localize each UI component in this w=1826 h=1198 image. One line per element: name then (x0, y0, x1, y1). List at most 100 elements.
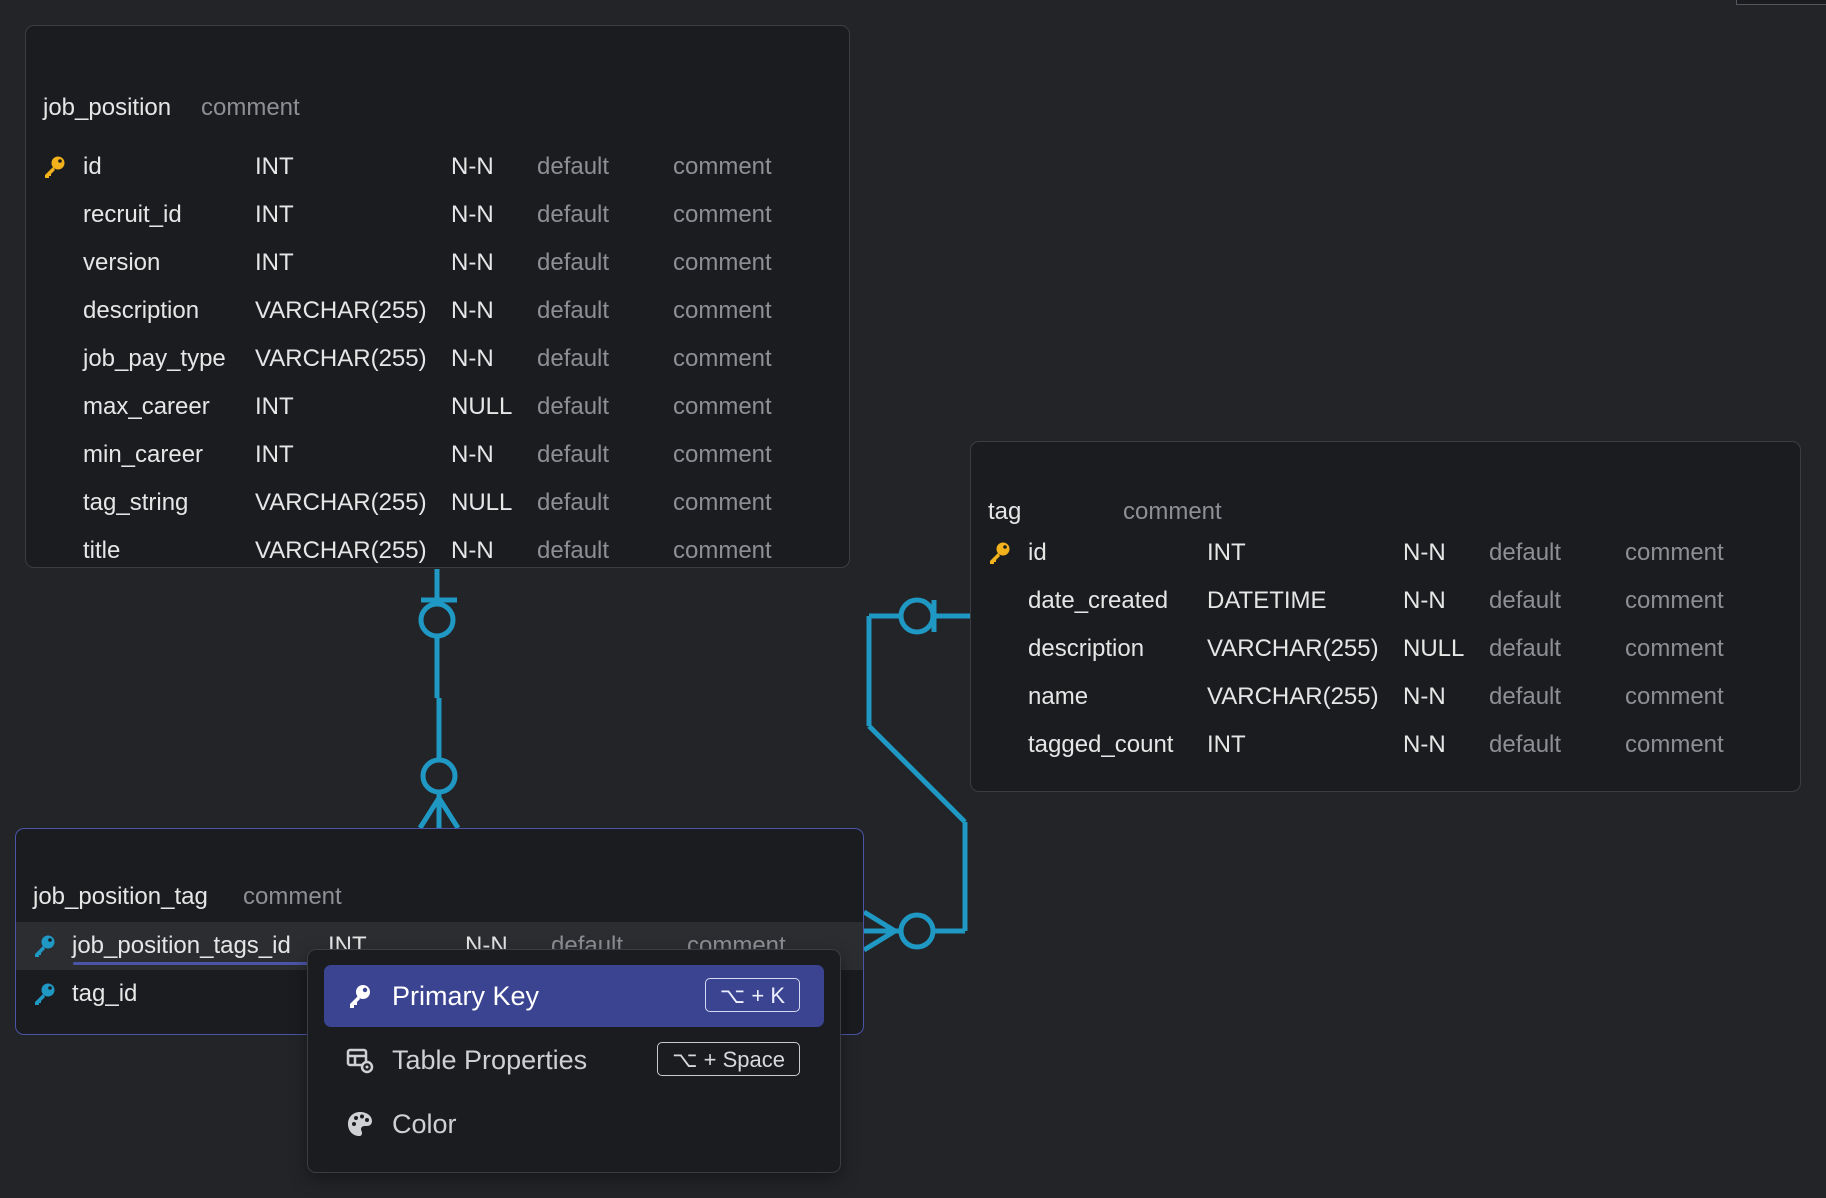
column-comment[interactable]: comment (673, 201, 772, 228)
column-default[interactable]: default (1489, 635, 1562, 662)
column-row[interactable]: job_pay_type VARCHAR(255) N-N default commen… (26, 335, 849, 383)
column-comment[interactable]: comment (673, 249, 772, 276)
column-row[interactable]: id INT N-N default comment (26, 143, 849, 191)
column-row[interactable]: tag_id (16, 970, 863, 1018)
column-row[interactable]: tagged_count INT N-N default comment (971, 721, 1800, 769)
column-default[interactable]: default (1489, 731, 1562, 758)
column-comment[interactable]: comment (673, 153, 772, 180)
column-row[interactable]: id INT N-N default comment (971, 529, 1800, 577)
table-name[interactable]: job_position_tag (33, 883, 208, 910)
column-name[interactable]: max_career (83, 393, 210, 420)
column-default[interactable]: default (537, 489, 610, 516)
table-comment[interactable]: comment (1123, 498, 1222, 525)
column-name[interactable]: title (83, 537, 121, 564)
menu-item-color[interactable]: Color (324, 1093, 824, 1155)
relation-job-position-to-job-position-tag[interactable] (417, 569, 461, 830)
column-row[interactable]: description VARCHAR(255) N-N default comment (26, 287, 849, 335)
column-default[interactable]: default (537, 537, 610, 564)
column-name[interactable]: job_position_tags_id (72, 932, 291, 959)
column-name[interactable]: name (1028, 683, 1089, 710)
column-nullable[interactable]: N-N (451, 537, 494, 564)
column-nullable[interactable]: NULL (1403, 635, 1465, 662)
column-type[interactable]: INT (255, 153, 294, 180)
column-type[interactable]: VARCHAR(255) (255, 297, 427, 324)
column-nullable[interactable]: NULL (451, 393, 513, 420)
table-comment[interactable]: comment (243, 883, 342, 910)
column-row[interactable]: recruit_id INT N-N default comment (26, 191, 849, 239)
column-name[interactable]: tag_string (83, 489, 189, 516)
column-name[interactable]: tagged_count (1028, 731, 1174, 758)
column-comment[interactable]: comment (673, 345, 772, 372)
column-row[interactable]: max_career INT NULL default comment (26, 383, 849, 431)
column-comment[interactable]: comment (673, 489, 772, 516)
column-comment[interactable]: comment (673, 537, 772, 564)
column-comment[interactable]: comment (673, 393, 772, 420)
column-default[interactable]: default (537, 201, 610, 228)
column-comment[interactable]: comment (1625, 683, 1724, 710)
column-default[interactable]: default (537, 297, 610, 324)
column-nullable[interactable]: N-N (1403, 683, 1446, 710)
table-comment[interactable]: comment (201, 94, 300, 121)
column-nullable[interactable]: N-N (1403, 731, 1446, 758)
table-name[interactable]: tag (988, 498, 1022, 525)
column-row[interactable]: description VARCHAR(255) NULL default commen… (971, 625, 1800, 673)
column-row[interactable]: version INT N-N default comment (26, 239, 849, 287)
column-default[interactable]: default (1489, 683, 1562, 710)
column-nullable[interactable]: N-N (451, 249, 494, 276)
column-nullable[interactable]: N-N (451, 345, 494, 372)
column-name[interactable]: min_career (83, 441, 204, 468)
column-type[interactable]: INT (255, 441, 294, 468)
column-nullable[interactable]: N-N (451, 153, 494, 180)
table-name[interactable]: job_position (43, 94, 172, 121)
column-nullable[interactable]: N-N (451, 297, 494, 324)
column-default[interactable]: default (1489, 539, 1562, 566)
column-default[interactable]: default (537, 393, 610, 420)
column-row[interactable]: tag_string VARCHAR(255) NULL default comment (26, 479, 849, 527)
column-type[interactable]: INT (255, 249, 294, 276)
column-type[interactable]: DATETIME (1207, 587, 1327, 614)
column-name[interactable]: id (1028, 539, 1047, 566)
menu-item-table-properties[interactable]: Table Properties ⌥ + Space (324, 1029, 824, 1091)
column-nullable[interactable]: N-N (1403, 539, 1446, 566)
column-name[interactable]: tag_id (72, 980, 138, 1007)
column-name[interactable]: version (83, 249, 161, 276)
column-comment[interactable]: comment (1625, 731, 1724, 758)
column-type[interactable]: VARCHAR(255) (255, 537, 427, 564)
column-default[interactable]: default (537, 153, 610, 180)
column-default[interactable]: default (537, 441, 610, 468)
column-comment[interactable]: comment (1625, 539, 1724, 566)
relation-tag-to-job-position-tag[interactable] (862, 597, 970, 953)
column-default[interactable]: default (1489, 587, 1562, 614)
column-name[interactable]: recruit_id (83, 201, 182, 228)
column-type[interactable]: INT (255, 393, 294, 420)
column-comment[interactable]: comment (1625, 635, 1724, 662)
column-name[interactable]: description (83, 297, 200, 324)
column-type[interactable]: VARCHAR(255) (255, 345, 427, 372)
menu-item-primary-key[interactable]: Primary Key ⌥ + K (324, 965, 824, 1027)
column-name[interactable]: id (83, 153, 102, 180)
column-comment[interactable]: comment (1625, 587, 1724, 614)
column-type[interactable]: INT (255, 201, 294, 228)
column-nullable[interactable]: N-N (451, 201, 494, 228)
column-row[interactable]: title VARCHAR(255) N-N default comment (26, 527, 849, 575)
column-nullable[interactable]: NULL (451, 489, 513, 516)
column-default[interactable]: default (537, 345, 610, 372)
column-type[interactable]: VARCHAR(255) (1207, 635, 1379, 662)
column-name[interactable]: description (1028, 635, 1145, 662)
column-row[interactable]: min_career INT N-N default comment (26, 431, 849, 479)
column-comment[interactable]: comment (673, 441, 772, 468)
column-row[interactable]: name VARCHAR(255) N-N default comment (971, 673, 1800, 721)
column-type[interactable]: INT (1207, 731, 1246, 758)
column-nullable[interactable]: N-N (451, 441, 494, 468)
column-default[interactable]: default (537, 249, 610, 276)
column-type[interactable]: INT (1207, 539, 1246, 566)
column-type[interactable]: VARCHAR(255) (255, 489, 427, 516)
column-name[interactable]: job_pay_type (83, 345, 226, 372)
column-name[interactable]: date_created (1028, 587, 1169, 614)
column-comment[interactable]: comment (673, 297, 772, 324)
column-type[interactable]: VARCHAR(255) (1207, 683, 1379, 710)
